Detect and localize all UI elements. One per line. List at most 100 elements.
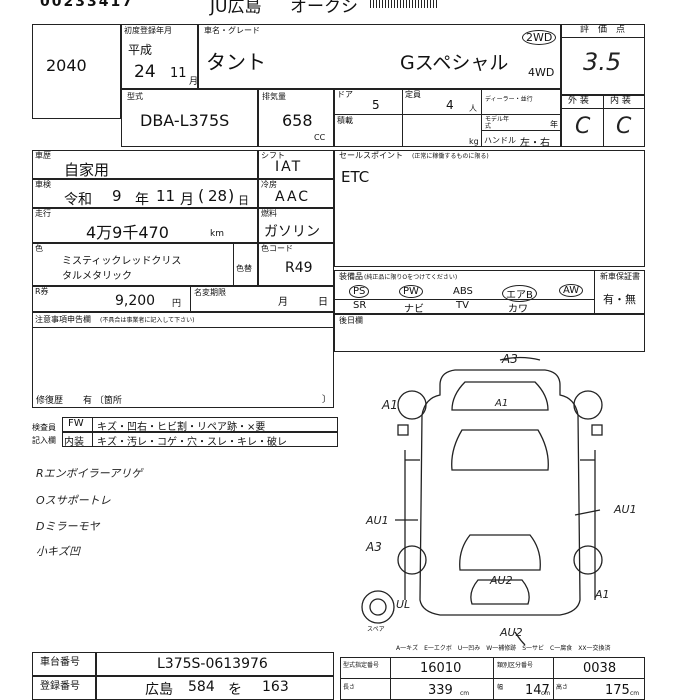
mark-au1-right: AU1	[614, 503, 637, 516]
plate-label: 登録番号	[40, 681, 80, 692]
usage-label: 車歴	[35, 151, 51, 160]
length-value: 339	[428, 683, 453, 698]
usage-cell	[32, 150, 258, 179]
equip-abs: ABS	[453, 286, 473, 297]
inspection-day: 28	[208, 187, 228, 205]
chassis-label: 車台番号	[40, 657, 80, 668]
color-cell	[32, 243, 258, 286]
handle-label: ハンドル	[484, 136, 516, 145]
venue-name: JU広島	[210, 0, 262, 17]
inspection-era: 令和	[64, 192, 92, 208]
displacement-value: 658	[282, 111, 313, 130]
mileage-cell	[32, 208, 258, 243]
after-mark-cell	[334, 314, 645, 352]
color-name-line2: タルメタリック	[62, 271, 132, 282]
mark-a3-left: A3	[366, 540, 382, 554]
mark-a1-rear-right: A1	[595, 588, 610, 601]
inspection-paren-open: (	[198, 186, 205, 205]
equip-tv: TV	[456, 300, 469, 311]
color-code-label: 色コード	[261, 244, 293, 253]
notes-cell	[32, 312, 334, 408]
inspection-month: 11	[156, 187, 176, 205]
sales-point-cell	[334, 150, 645, 267]
inspector-row-1	[62, 417, 338, 432]
equipment-sub-label: (純正品に限りOをつけてください)	[364, 274, 458, 281]
seats-label: 定員	[405, 90, 421, 99]
repair-history-bracket: 〕	[322, 395, 332, 405]
lot-number: 2040	[46, 56, 87, 75]
equip-airbag: エアB	[502, 285, 537, 302]
color-change-label: 色替	[236, 264, 252, 273]
equip-ps: PS	[349, 285, 370, 298]
equip-aw: AW	[559, 284, 584, 297]
handwritten-note-2: Oスサポートレ	[36, 494, 111, 507]
inspector-label-1: 検査員	[32, 423, 56, 432]
type-cert-label: 型式指定番号	[343, 662, 380, 669]
mark-ul-spare: UL	[396, 598, 411, 611]
model-year-unit: 年	[550, 120, 558, 129]
name-change-day: 日	[318, 297, 328, 308]
sales-point-label: セールスポイント	[339, 151, 403, 160]
color-code-cell	[258, 243, 334, 286]
first-reg-label: 初度登録年月	[124, 26, 172, 35]
width-value: 147	[525, 683, 550, 698]
inspection-month-unit: 月	[180, 192, 194, 208]
mileage-label: 走行	[35, 209, 51, 218]
auction-word: オークシ	[290, 0, 358, 17]
lot-cell	[32, 24, 121, 119]
recycle-cell	[32, 286, 334, 312]
barcode	[370, 0, 438, 8]
displacement-cell	[258, 89, 334, 147]
inspector-row-2	[62, 432, 338, 447]
stock-number: 00233417	[40, 0, 134, 10]
plate-region: 広島	[145, 682, 173, 698]
fuel-value: ガソリン	[264, 224, 320, 240]
interior-label: 内 装	[610, 96, 631, 106]
mark-a1-left: A1	[382, 398, 398, 412]
height-value: 175	[605, 683, 630, 698]
first-reg-month: 11	[170, 66, 187, 81]
score-value: 3.5	[583, 48, 622, 76]
equipment-cell	[334, 270, 645, 314]
seats-unit: 人	[469, 104, 477, 113]
car-name-label: 車名・グレード	[204, 26, 260, 35]
color-name-line1: ミスティックレッドクリス	[62, 256, 182, 267]
class-label: 類別区分番号	[497, 662, 534, 669]
cooler-label: 冷房	[261, 180, 277, 189]
interior-score: C	[616, 114, 632, 139]
chassis-value: L375S-0613976	[157, 656, 268, 672]
length-unit: cm	[460, 690, 470, 697]
warranty-value: 有・無	[603, 293, 636, 306]
name-change-month: 月	[278, 297, 288, 308]
model-cell	[121, 89, 258, 147]
warranty-label: 新車保証書	[600, 272, 640, 281]
notes-label: 注意事項申告欄	[35, 315, 91, 324]
dealer-label: ディーラー・並行	[485, 96, 533, 103]
drive-2wd: 2WD	[522, 30, 557, 45]
equip-pw: PW	[399, 285, 423, 298]
displacement-label: 排気量	[262, 92, 286, 101]
repair-history-label: 修復歴	[36, 396, 64, 406]
inspector-label-2: 記入欄	[32, 436, 56, 445]
after-mark-label: 後日欄	[339, 316, 363, 325]
plate-number: 163	[262, 679, 289, 695]
first-reg-cell	[121, 24, 198, 89]
length-label: 長さ	[343, 684, 356, 691]
specs-cell	[334, 89, 561, 147]
doors-value: 5	[372, 98, 380, 112]
inspector-row1-text: キズ・凹右・ヒビ割・リペア跡・×要	[97, 422, 266, 433]
notes-sub-label: (不具合は事業者に記入して下さい)	[100, 317, 195, 324]
equip-leather: カワ	[508, 304, 528, 315]
inspection-day-unit: 日	[238, 194, 249, 207]
doors-label: ドア	[337, 90, 353, 99]
score-cell	[561, 24, 645, 95]
spare-label: スペア	[367, 626, 385, 633]
handwritten-note-4: 小キズ凹	[36, 545, 80, 558]
shift-cell	[258, 150, 334, 179]
handwritten-note-1: Rエンボイラーアリゲ	[36, 467, 143, 480]
first-reg-era: 平成	[128, 43, 153, 57]
car-name: タント	[206, 50, 266, 74]
recycle-value: 9,200	[115, 293, 156, 309]
name-change-label: 名変期限	[194, 288, 226, 297]
load-unit: kg	[469, 137, 479, 146]
